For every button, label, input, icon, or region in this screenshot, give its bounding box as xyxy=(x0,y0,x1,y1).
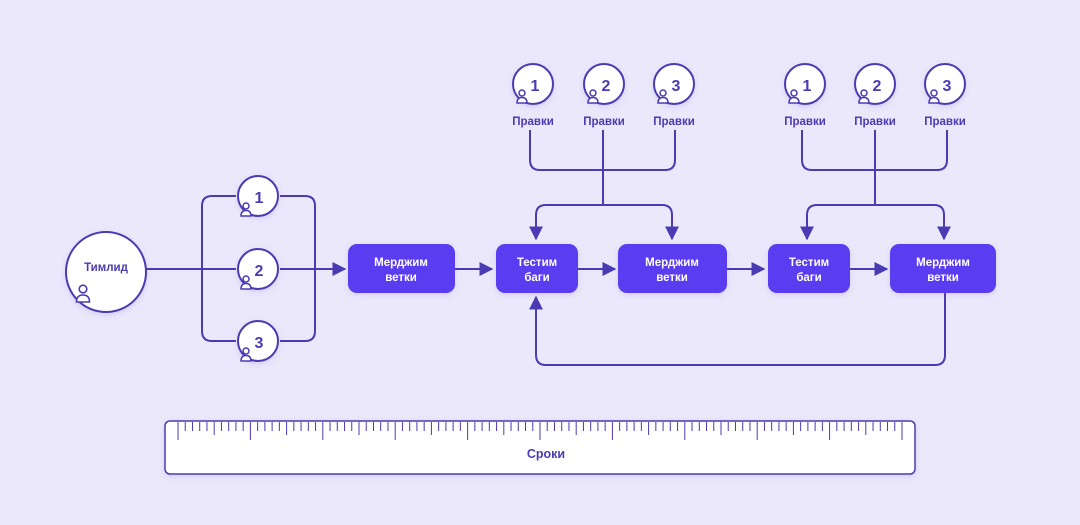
person-icon xyxy=(858,89,870,104)
reviewer-number: 2 xyxy=(602,78,611,95)
developer-number: 1 xyxy=(255,190,264,207)
reviewer-label: Правки xyxy=(653,116,695,128)
merge-box-3: Мерджим ветки xyxy=(890,244,996,293)
reviewer-label: Правки xyxy=(924,116,966,128)
reviewer-label: Правки xyxy=(512,116,554,128)
reviewer-label: Правки xyxy=(784,116,826,128)
timeline-ruler: Сроки xyxy=(164,420,916,475)
reviewer-label: Правки xyxy=(583,116,625,128)
connectors xyxy=(140,130,951,366)
merge-label-line1: Мерджим xyxy=(645,257,699,269)
merge-label-line1: Мерджим xyxy=(916,257,970,269)
connector-left-bracket xyxy=(201,195,236,342)
developer-node-3: 3 xyxy=(237,320,279,362)
arrow-review2-test2 xyxy=(800,204,875,241)
person-icon xyxy=(788,89,800,104)
test-label-line1: Тестим xyxy=(517,257,557,269)
ruler-ticks xyxy=(177,422,903,440)
arrow-review1-merge2 xyxy=(603,204,679,241)
timeline-label: Сроки xyxy=(527,447,565,461)
reviewer-number: 1 xyxy=(531,78,540,95)
person-icon xyxy=(657,89,669,104)
person-icon xyxy=(516,89,528,104)
reviewer-3-group-2: 3 Правки xyxy=(924,63,966,128)
arrow-review2-merge3 xyxy=(875,204,951,241)
reviewer-2-group-2: 2 Правки xyxy=(854,63,896,128)
arrow-review1-test1 xyxy=(529,204,603,241)
merge-label-line2: ветки xyxy=(656,272,688,284)
developer-node-2: 2 xyxy=(237,248,279,290)
person-icon xyxy=(240,347,252,362)
test-label-line1: Тестим xyxy=(789,257,829,269)
person-icon xyxy=(240,275,252,290)
test-label-line2: баги xyxy=(524,272,549,284)
lead-node: Тимлид xyxy=(65,231,147,313)
merge-label-line1: Мерджим xyxy=(374,257,428,269)
person-icon xyxy=(587,89,599,104)
merge-label-line2: ветки xyxy=(385,272,417,284)
reviewer-number: 1 xyxy=(803,78,812,95)
developer-node-1: 1 xyxy=(237,175,279,217)
test-label-line2: баги xyxy=(796,272,821,284)
merge-box-1: Мерджим ветки xyxy=(348,244,455,293)
reviewer-number: 3 xyxy=(672,78,681,95)
lead-label: Тимлид xyxy=(84,262,129,274)
reviewer-1-group-2: 1 Правки xyxy=(784,63,826,128)
person-icon xyxy=(75,284,91,303)
reviewer-label: Правки xyxy=(854,116,896,128)
test-box-2: Тестим баги xyxy=(768,244,850,293)
person-icon xyxy=(928,89,940,104)
reviewer-3-group-1: 3 Правки xyxy=(653,63,695,128)
merge-label-line2: ветки xyxy=(927,272,959,284)
reviewer-2-group-1: 2 Правки xyxy=(583,63,625,128)
developer-number: 3 xyxy=(255,335,264,352)
reviewer-number: 3 xyxy=(943,78,952,95)
developer-number: 2 xyxy=(255,263,264,280)
merge-box-2: Мерджим ветки xyxy=(618,244,727,293)
person-icon xyxy=(240,202,252,217)
arrow-loop-back xyxy=(529,293,946,366)
reviewer-number: 2 xyxy=(873,78,882,95)
test-box-1: Тестим баги xyxy=(496,244,578,293)
reviewer-1-group-1: 1 Правки xyxy=(512,63,554,128)
